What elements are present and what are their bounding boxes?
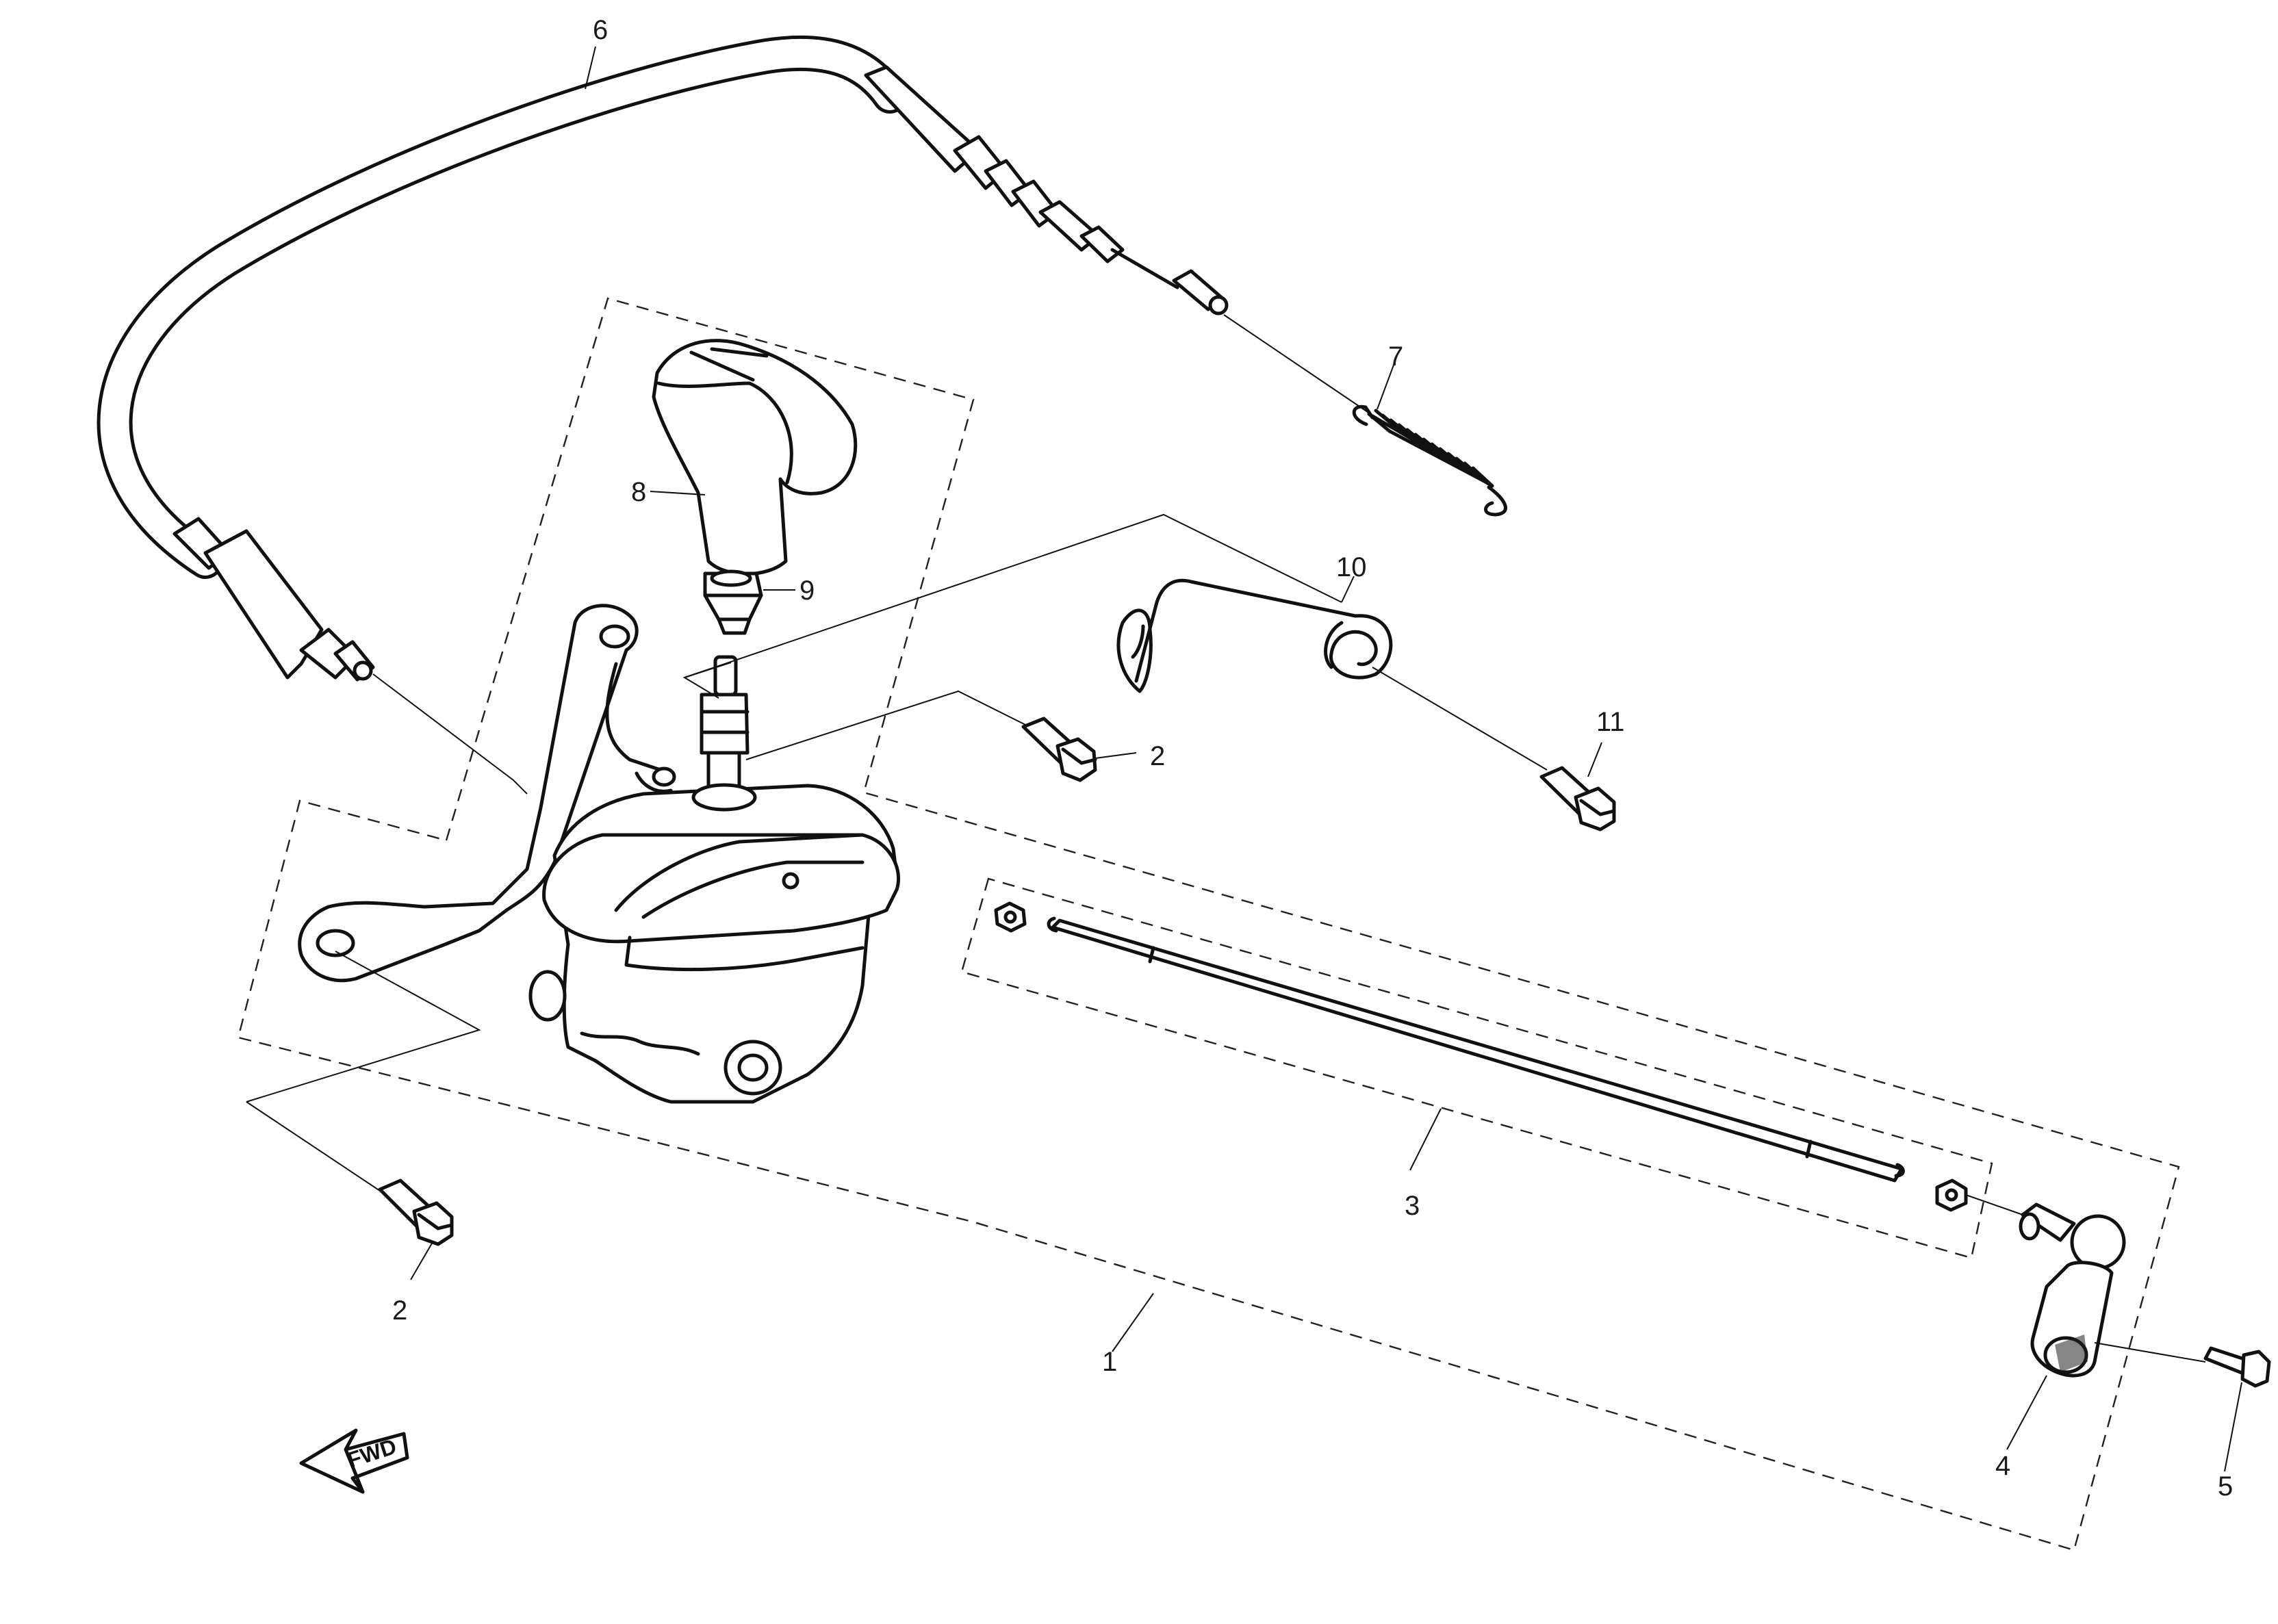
callout-8: 8: [631, 477, 646, 507]
knob-adapter-nut: [703, 569, 763, 635]
shifter-housing: [298, 604, 901, 1104]
shift-arm: [2019, 1202, 2126, 1378]
callout-10: 10: [1336, 552, 1367, 582]
shift-rod: [1047, 916, 1905, 1183]
bracket-spring-clip: [1116, 578, 1393, 693]
callout-1: 1: [1102, 1347, 1117, 1377]
callout-11: 11: [1596, 707, 1625, 737]
leader-lines: [246, 46, 2242, 1472]
forward-arrow-icon: FWD: [299, 1428, 409, 1494]
bolt-upper-middle: [1021, 717, 1097, 782]
callout-2-upper: 2: [1150, 741, 1165, 771]
shift-cable: [97, 35, 1229, 682]
shifter-assembly-boundary: [237, 297, 2180, 1551]
nut-right: [1935, 1178, 1968, 1212]
assembly-boundaries: [237, 297, 2180, 1551]
shift-lever-shaft: [700, 655, 750, 796]
rod-assembly-boundary: [960, 877, 1993, 1259]
nut-left: [994, 901, 1027, 933]
bolt-item-5: [2203, 1346, 2271, 1388]
bolt-lower-left: [378, 1178, 454, 1246]
callout-6: 6: [593, 15, 608, 45]
callout-labels: 1 2 2 3 4 5 6 7 8 9 10 11: [392, 15, 2233, 1501]
callout-9: 9: [799, 576, 815, 606]
callout-7: 7: [1388, 341, 1403, 372]
bolt-item-11: [1539, 766, 1616, 832]
callout-5: 5: [2218, 1471, 2233, 1501]
shift-knob: [652, 339, 858, 576]
return-spring: [1352, 404, 1507, 517]
callout-3: 3: [1405, 1191, 1420, 1221]
callout-4: 4: [1995, 1451, 2010, 1481]
callout-2-lower-left: 2: [392, 1296, 407, 1326]
